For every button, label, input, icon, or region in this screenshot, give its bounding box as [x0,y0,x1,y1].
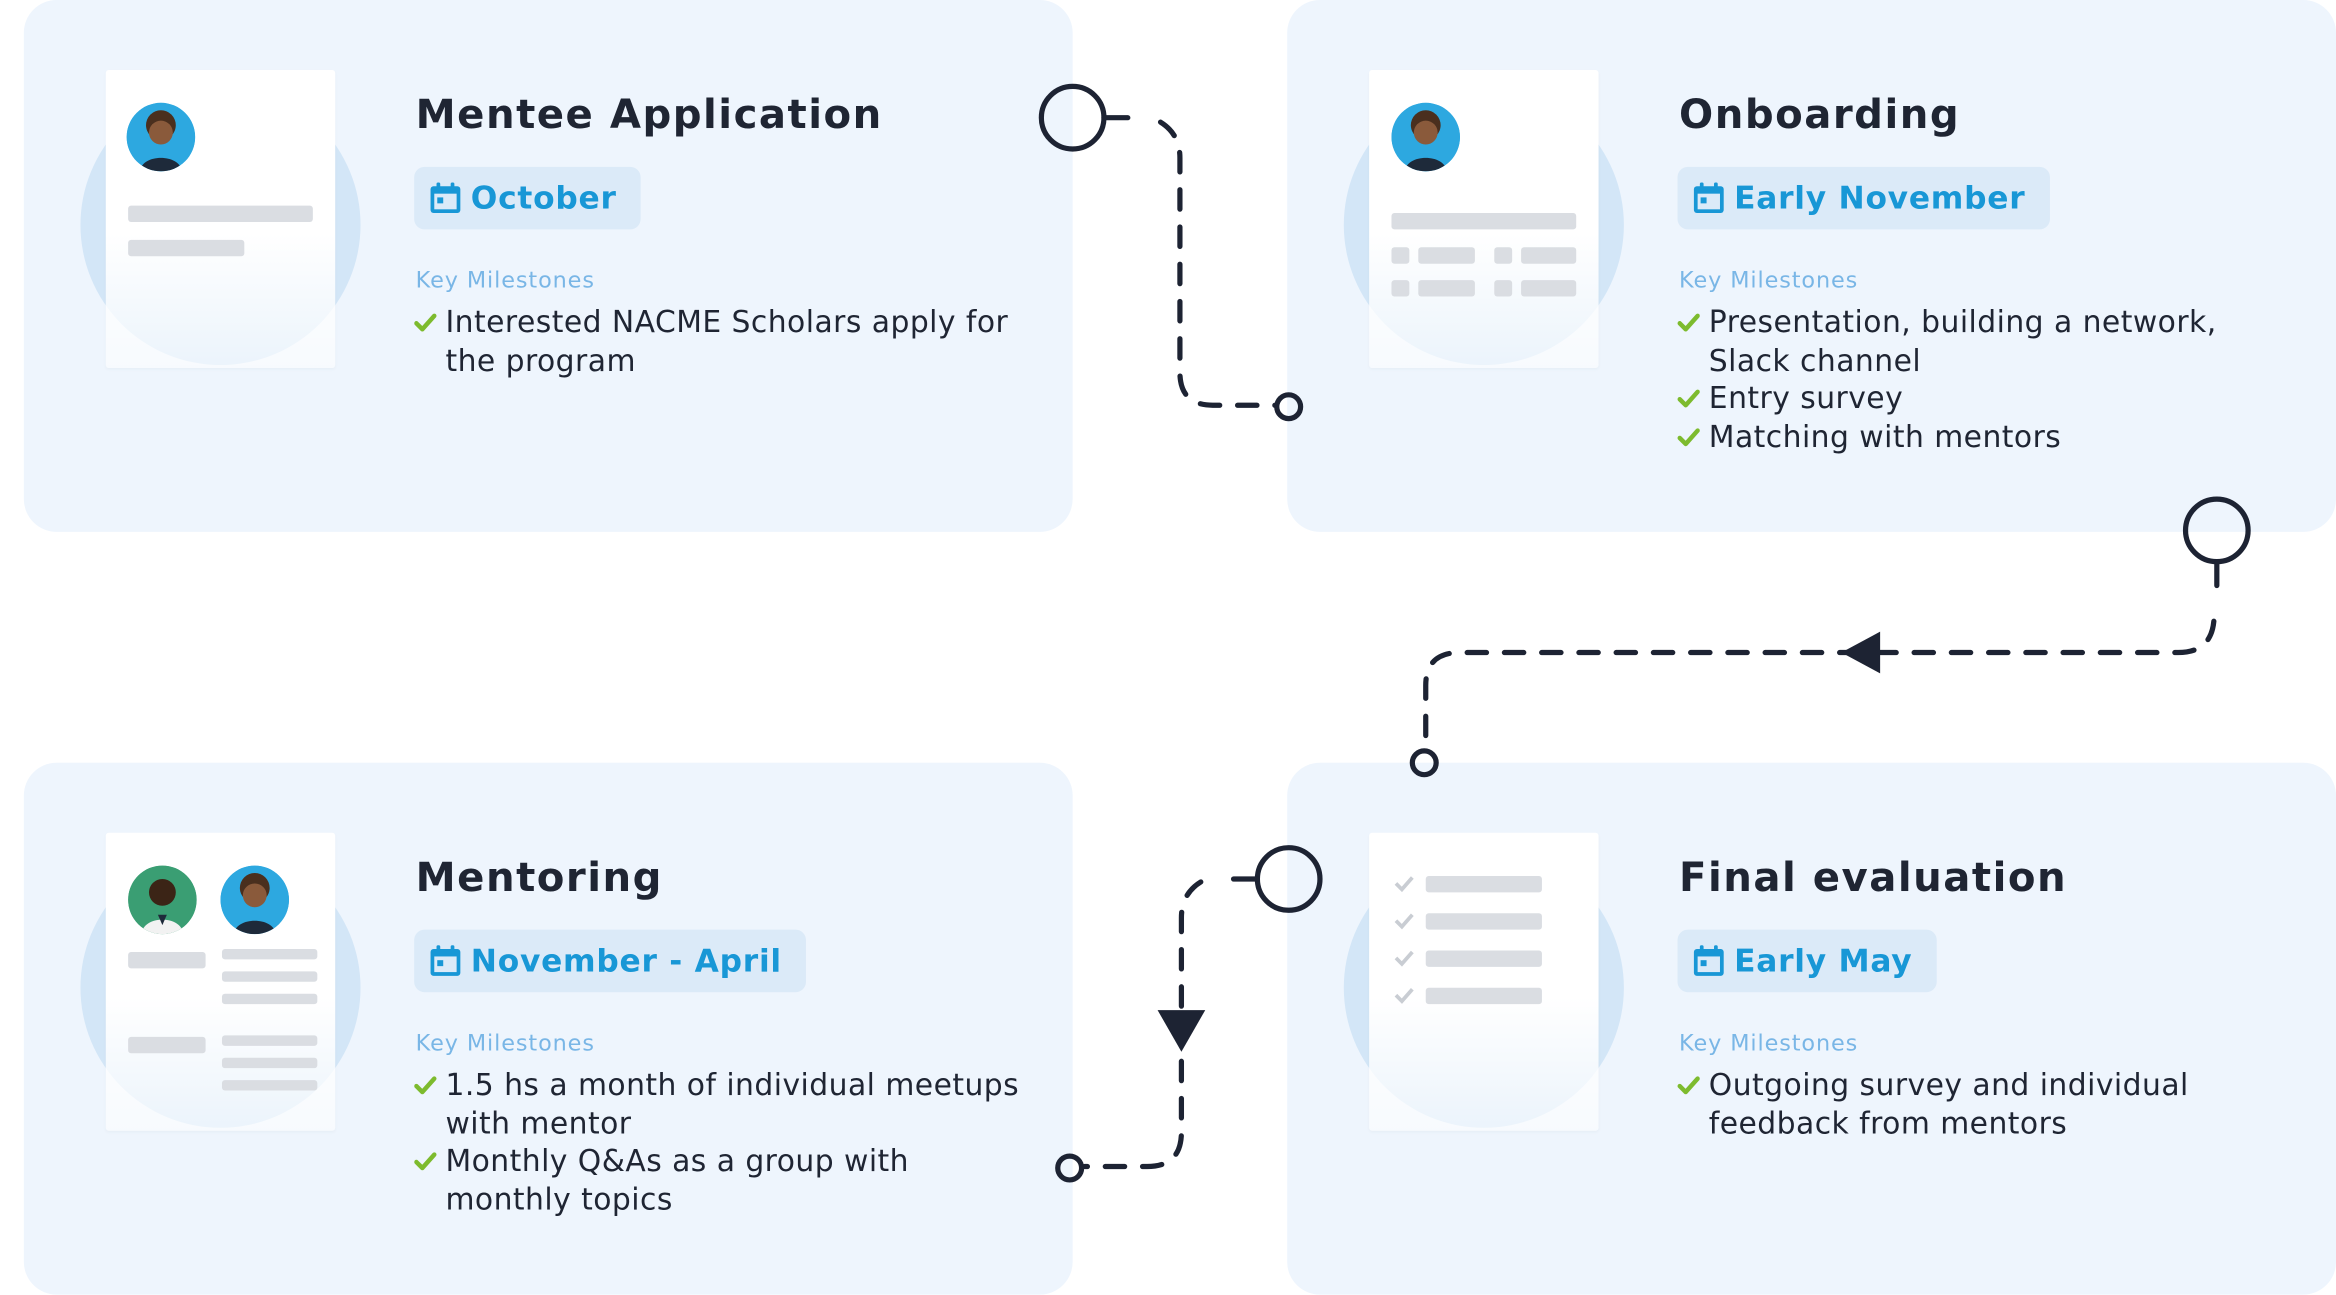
calendar-icon [430,945,461,976]
form-line [221,1035,318,1046]
stage-title: Mentee Application [415,92,883,139]
date-badge: November - April [414,929,806,993]
connector-start-ring [2182,496,2251,565]
milestones-label: Key Milestones [1679,266,1859,294]
checkmark-icon [414,313,437,332]
milestone-item: 1.5 hs a month of individual meetups wit… [414,1067,1040,1143]
form-line [221,971,318,982]
form-cell [1521,247,1577,264]
checkmark-icon [1677,1076,1700,1095]
date-text: November - April [470,943,782,979]
milestone-list: Outgoing survey and individual feedback … [1677,1067,2304,1143]
checklist-line [1425,950,1542,967]
form-cell [1391,280,1410,297]
stage-title: Mentoring [415,855,663,902]
milestones-label: Key Milestones [415,266,595,294]
date-badge: Early May [1677,929,1937,993]
milestone-item: Entry survey [1677,380,2304,418]
milestone-item: Interested NACME Scholars apply for the … [414,304,1040,380]
stage-title: Onboarding [1679,92,1961,139]
date-badge: Early November [1677,166,2050,230]
mentor-pair-icon [105,832,336,1131]
mentee-avatar-icon [1391,102,1461,172]
connector-dashed-path [1423,618,2217,748]
date-text: Early November [1734,180,2026,217]
connector-end-dot [1055,1153,1085,1183]
stage-card-onboarding: Onboarding Early November Key Milestones… [1287,0,2336,532]
checklist-ticks-icon [1394,876,1414,1004]
form-cell [1391,247,1410,264]
mentor-avatar-icon [128,865,197,935]
stage-card-mentee-application: Mentee Application October Key Milestone… [23,0,1073,532]
checkmark-icon [414,1152,437,1171]
form-cell [1494,280,1513,297]
connector-end-dot [1274,392,1304,422]
form-line [221,1057,318,1069]
connector-dashed-path [1157,119,1278,408]
form-cell [1418,280,1475,297]
connector-start-ring [1254,845,1323,913]
form-line [221,1080,318,1091]
milestone-list: Presentation, building a network, Slack … [1677,304,2304,456]
date-text: Early May [1734,943,1913,979]
checklist-line [1425,876,1542,893]
connector-start-ring [1038,83,1107,152]
form-line [221,949,318,960]
form-line [128,205,313,222]
calendar-icon [1693,182,1724,214]
calendar-icon [430,182,461,214]
form-line [128,1036,206,1054]
left-arrow-icon [1841,631,1881,674]
checkmark-icon [414,1076,437,1095]
milestone-item: Outgoing survey and individual feedback … [1677,1067,2304,1143]
mentee-avatar-icon [126,102,196,172]
down-arrow-icon [1157,1010,1206,1052]
date-text: October [470,180,617,217]
form-line [128,239,245,257]
milestones-label: Key Milestones [415,1029,595,1057]
form-cell [1494,247,1513,264]
checklist-line [1425,987,1542,1005]
checkmark-icon [1677,313,1700,332]
stage-card-final-evaluation: Final evaluation Early May Key Milestone… [1287,762,2336,1295]
milestone-list: 1.5 hs a month of individual meetups wit… [414,1067,1040,1219]
date-badge: October [414,166,641,230]
form-cell [1418,247,1475,264]
mentee-avatar-icon [220,865,290,935]
stage-card-mentoring: Mentoring November - April Key Milestone… [23,762,1073,1295]
calendar-icon [1693,945,1724,976]
stage-title: Final evaluation [1679,855,2068,902]
form-cell [1521,280,1577,297]
checkmark-icon [1677,427,1700,446]
connector-dashed-path [1081,879,1204,1170]
form-line [221,993,318,1005]
form-line [1391,213,1577,230]
checkmark-icon [1677,389,1700,408]
milestone-item: Monthly Q&As as a group with monthly top… [414,1143,1040,1219]
connector-end-dot [1409,748,1439,778]
milestone-list: Interested NACME Scholars apply for the … [414,304,1040,380]
checklist-icon [1369,832,1599,1131]
milestone-item: Presentation, building a network, Slack … [1677,304,2304,380]
milestones-label: Key Milestones [1679,1029,1859,1057]
application-form-icon [105,70,336,368]
checklist-line [1425,913,1542,930]
form-line [128,951,206,969]
milestone-item: Matching with mentors [1677,418,2304,456]
profile-grid-icon [1369,70,1599,368]
